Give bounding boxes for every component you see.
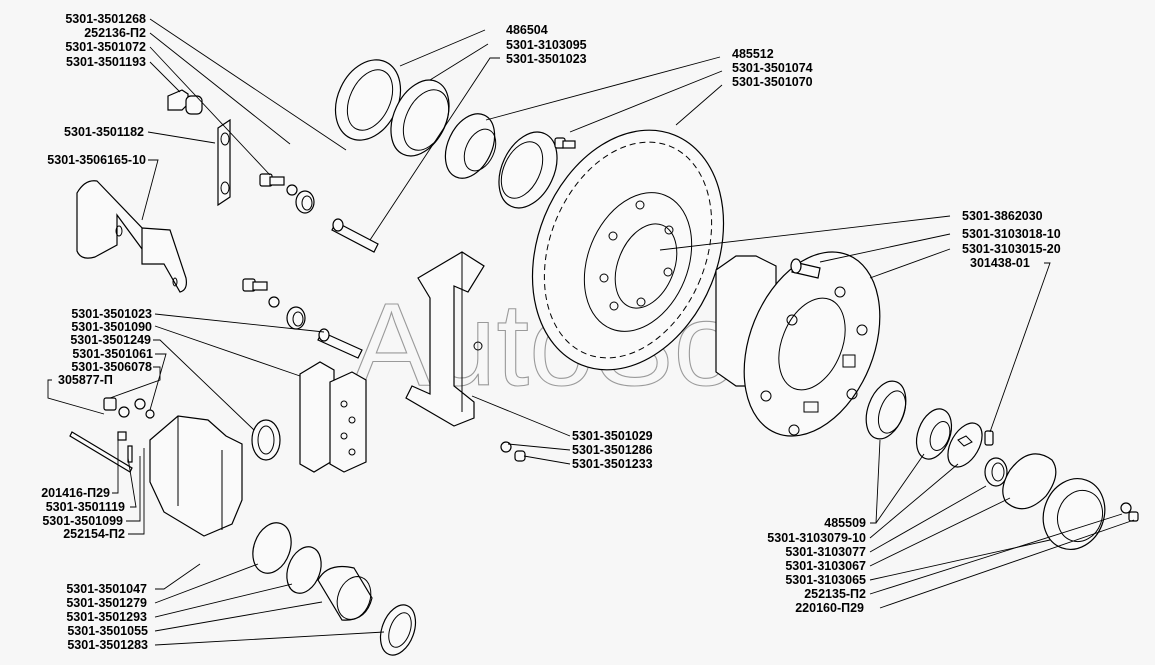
part-label: 5301-3103067 (785, 559, 866, 573)
part-label: 5301-3501047 (66, 582, 147, 596)
part-label: 5301-3501249 (70, 333, 151, 347)
washer-lower-part (268, 296, 280, 308)
guide-pin-lower-part (317, 328, 363, 359)
brake-disc-part (531, 129, 725, 371)
small-bolt-part (554, 137, 576, 149)
gasket-part (1002, 453, 1057, 510)
caliper-bracket-part (405, 251, 485, 427)
part-label: 5301-3501090 (71, 320, 152, 334)
part-label: 5301-3501070 (732, 75, 813, 89)
leader-lines (47, 18, 1135, 646)
part-label: 5301-3501268 (65, 12, 146, 26)
part-label: 5301-3501074 (732, 61, 813, 75)
part-label: 5301-3501286 (572, 443, 653, 457)
part-label: 5301-3103077 (785, 545, 866, 559)
bushing-lower-part (286, 306, 306, 330)
part-label: 5301-3501072 (65, 40, 146, 54)
piston-part (317, 565, 373, 621)
part-label: 485512 (732, 47, 774, 61)
part-label: 5301-3501099 (42, 514, 123, 528)
hub-part (715, 251, 881, 437)
bearing-cup-inner-part (498, 131, 558, 209)
part-label: 5301-3103095 (506, 38, 587, 52)
part-label: 5301-3506078 (71, 360, 152, 374)
seal-ring-part (252, 522, 292, 574)
hub-nut-part (984, 457, 1008, 487)
hub-cap-part (1042, 478, 1106, 550)
part-label: 5301-3501283 (67, 638, 148, 652)
piston-boot-part (379, 604, 417, 656)
part-label: 486504 (506, 23, 548, 37)
nut-part (500, 441, 512, 453)
part-label: 252154-П2 (63, 527, 125, 541)
brake-pad-outer-part (329, 371, 367, 473)
part-label: 5301-3501061 (72, 347, 153, 361)
pin-bolt-part (167, 89, 203, 115)
part-label: 5301-3501279 (66, 596, 147, 610)
lock-plate-part (217, 118, 231, 207)
o-ring-part (286, 546, 322, 594)
part-label: 5301-3501293 (66, 610, 147, 624)
bearing-cone-right-part (915, 408, 953, 460)
part-label: 5301-3103079-10 (767, 531, 866, 545)
brake-pad-inner-part (299, 361, 335, 473)
part-label: 5301-3501119 (46, 500, 125, 514)
guide-pin-upper-part (331, 218, 379, 253)
retaining-pin-part (69, 431, 133, 473)
part-label: 5301-3501193 (66, 55, 146, 69)
part-label: 252135-П2 (804, 587, 866, 601)
part-label: 5301-3103018-10 (962, 227, 1061, 241)
cap-bolt-part (1128, 511, 1139, 522)
cap-washer-part (1120, 502, 1132, 514)
part-label: 201416-П29 (41, 486, 110, 500)
part-label: 5301-3501233 (572, 457, 653, 471)
wheel-stud-part (790, 258, 821, 279)
part-label: 252136-П2 (84, 26, 146, 40)
part-label: 5301-3103065 (785, 573, 866, 587)
part-label: 5301-3506165-10 (47, 153, 146, 167)
part-label: 5301-3501055 (67, 624, 148, 638)
bearing-cup-right-part (865, 380, 907, 440)
part-label: 5301-3103015-20 (962, 242, 1061, 256)
lock-washer-part (947, 422, 983, 468)
part-label: 5301-3862030 (962, 209, 1043, 223)
bearing-cone-outer-part (444, 113, 497, 179)
part-label: 301438-01 (970, 256, 1030, 270)
caliper-body-part (149, 415, 243, 537)
washer-upper-part (286, 184, 298, 196)
bracket-part (76, 180, 187, 293)
bushing-upper-part (295, 190, 315, 214)
bolt-lower-part (242, 278, 268, 292)
part-label: 485509 (824, 516, 866, 530)
part-label: 5301-3501182 (64, 125, 144, 139)
part-label: 305877-П (58, 373, 113, 387)
bolt-small-part (514, 450, 526, 462)
dust-boot-part (251, 419, 281, 461)
part-label: 220160-П29 (795, 601, 864, 615)
part-label: 5301-3501023 (506, 52, 587, 66)
bolt-upper-part (259, 173, 285, 187)
bleeder-part (103, 397, 155, 419)
part-label: 5301-3501029 (572, 429, 653, 443)
part-label: 5301-3501023 (71, 307, 152, 321)
screw-part (984, 430, 994, 446)
part-labels: 5301-3501268 252136-П2 5301-3501072 5301… (41, 12, 1061, 652)
